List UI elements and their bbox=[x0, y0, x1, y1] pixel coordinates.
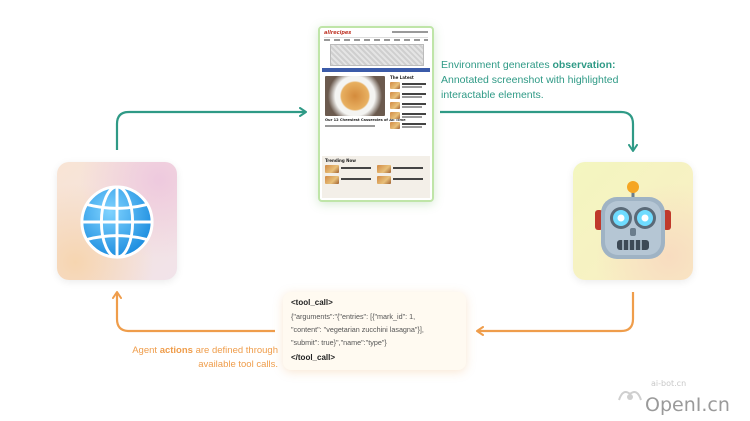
observation-prefix: Environment generates bbox=[441, 59, 553, 71]
tool-call-close-tag: </tool_call> bbox=[291, 353, 336, 362]
tool-call-line: {"arguments":"{"entries": [{"mark_id": 1… bbox=[291, 312, 416, 321]
watermark-small: ai-bot.cn bbox=[651, 379, 687, 388]
screenshot-blue-bar bbox=[322, 68, 430, 72]
screenshot-trending-list bbox=[325, 165, 427, 195]
globe-icon bbox=[80, 185, 154, 259]
tool-call-open-tag: <tool_call> bbox=[291, 298, 333, 307]
screenshot-trending-heading: Trending Now bbox=[325, 158, 356, 163]
watermark-text: OpenI.cn bbox=[645, 394, 730, 416]
action-description: Agent actions are defined through availa… bbox=[120, 344, 278, 372]
screenshot-hero-meta bbox=[325, 125, 375, 127]
screenshot-hero-caption: Our 12 Cheesiest Casseroles of All Time bbox=[325, 118, 406, 122]
screenshot-divider bbox=[324, 37, 428, 38]
action-keyword: actions bbox=[159, 345, 193, 356]
watermark-logo-icon bbox=[618, 391, 642, 401]
observation-keyword: observation: bbox=[552, 59, 616, 71]
screenshot-sidebar-heading: The Latest bbox=[390, 75, 414, 80]
tool-call-box: <tool_call> {"arguments":"{"entries": [{… bbox=[283, 292, 466, 370]
screenshot-ad-banner bbox=[330, 44, 424, 66]
action-detail: are defined through available tool calls… bbox=[192, 345, 278, 370]
screenshot-menu-bar bbox=[324, 39, 428, 41]
tool-call-line: "content": "vegetarian zucchini lasagna"… bbox=[291, 325, 424, 334]
tool-call-line: "submit": true}","name":"type"} bbox=[291, 338, 387, 347]
environment-card bbox=[57, 162, 177, 280]
robot-icon bbox=[595, 181, 671, 259]
arrow-observation-to-agent bbox=[440, 110, 638, 152]
screenshot-nav-links bbox=[392, 31, 428, 34]
agent-card bbox=[573, 162, 693, 280]
screenshot-logo: allrecipes bbox=[324, 30, 352, 36]
action-prefix: Agent bbox=[132, 345, 160, 356]
screenshot-sidebar-list bbox=[390, 82, 428, 132]
arrow-env-to-observation bbox=[115, 107, 307, 150]
arrow-agent-to-tool-call bbox=[476, 292, 635, 336]
screenshot-hero-image bbox=[325, 76, 385, 116]
observation-description: Environment generates observation: Annot… bbox=[441, 58, 641, 103]
observation-screenshot: allrecipes Our 12 Cheesiest Casseroles o… bbox=[318, 26, 434, 202]
arrow-tool-call-to-env bbox=[112, 291, 275, 333]
observation-detail: Annotated screenshot with highlighted in… bbox=[441, 74, 619, 101]
screenshot-trending-section bbox=[322, 156, 430, 198]
